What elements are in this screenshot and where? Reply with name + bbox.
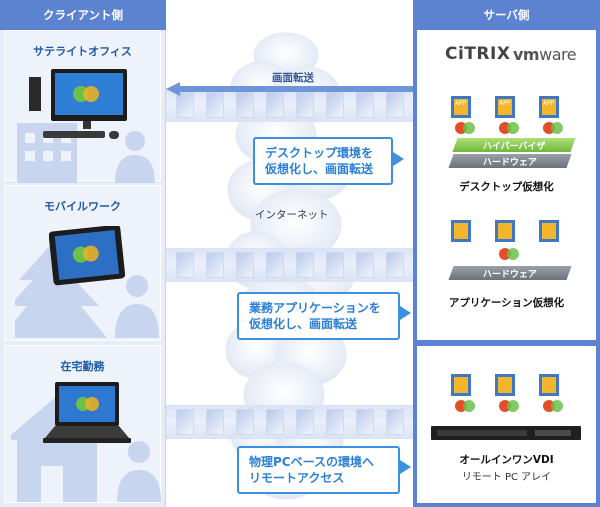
desktop-pc-icon: [29, 69, 127, 139]
laptop-icon: [43, 382, 131, 443]
internet-label: インターネット: [255, 209, 329, 221]
all-in-one-vdi-caption: オールインワンVDI: [459, 454, 554, 466]
callout-pointer-3: [400, 460, 411, 474]
app-vm-stack-icon: [451, 96, 563, 134]
vmware-logo: vmware: [513, 45, 577, 64]
client-panel-mobile-work: モバイルワーク: [0, 185, 166, 345]
app-stack-icon: [451, 220, 559, 260]
client-side-header: クライアント側: [0, 0, 166, 30]
callout-pointer-1: [393, 152, 404, 166]
left-arrow-icon: [166, 82, 413, 96]
callout-application-virtualization: 業務アプリケーションを 仮想化し、画面転送: [237, 292, 400, 340]
office-building-icon: [17, 123, 155, 183]
desktop-virtualization-caption: デスクトップ仮想化: [459, 181, 554, 193]
screen-transfer-band-3: [166, 405, 413, 439]
client-panel-satellite-office: サテライトオフィス: [0, 30, 166, 185]
panel-title-remote-work: 在宅勤務: [60, 360, 105, 373]
panel-title-satellite-office: サテライトオフィス: [33, 45, 132, 58]
tablet-icon: [49, 226, 125, 286]
screen-transfer-band-2: [166, 248, 413, 282]
server-panel-all-in-one-vdi: オールインワンVDI リモート PC アレイ: [413, 340, 600, 507]
pc-array-apps-icon: [451, 374, 563, 412]
server-side-header: サーバ側: [413, 0, 600, 30]
server-side-title: サーバ側: [483, 8, 530, 22]
screen-transfer-label: 画面転送: [272, 72, 314, 84]
client-panel-remote-work: 在宅勤務: [0, 345, 166, 507]
tree-icon: [15, 242, 159, 338]
callout-pointer-2: [400, 306, 411, 320]
rack-server-icon: [431, 426, 581, 440]
callout-remote-access: 物理PCベースの環境へ リモートアクセス: [237, 446, 400, 494]
screen-transfer-band-1: [166, 88, 413, 122]
hypervisor-layer: ハイパーバイザ: [452, 138, 576, 152]
panel-title-mobile-work: モバイルワーク: [44, 200, 121, 213]
app-label-3: APP: [543, 100, 555, 107]
application-virtualization-caption: アプリケーション仮想化: [448, 297, 565, 309]
hardware-layer-application: ハードウェア: [448, 266, 572, 280]
client-side-title: クライアント側: [42, 8, 124, 22]
citrix-logo: CiTRIX: [445, 44, 511, 64]
remote-pc-array-caption: リモート PC アレイ: [461, 472, 552, 483]
callout-desktop-virtualization: デスクトップ環境を 仮想化し、画面転送: [253, 137, 393, 185]
server-panel-desktop-virtualization: CiTRIX vmware APP APP APP ハイパーバイザ ハードウェア…: [413, 30, 600, 200]
app-label-1: APP: [455, 100, 467, 107]
hardware-layer-desktop: ハードウェア: [448, 154, 572, 168]
server-panel-application-virtualization: ハードウェア アプリケーション仮想化: [413, 200, 600, 340]
app-label-2: APP: [499, 100, 511, 107]
